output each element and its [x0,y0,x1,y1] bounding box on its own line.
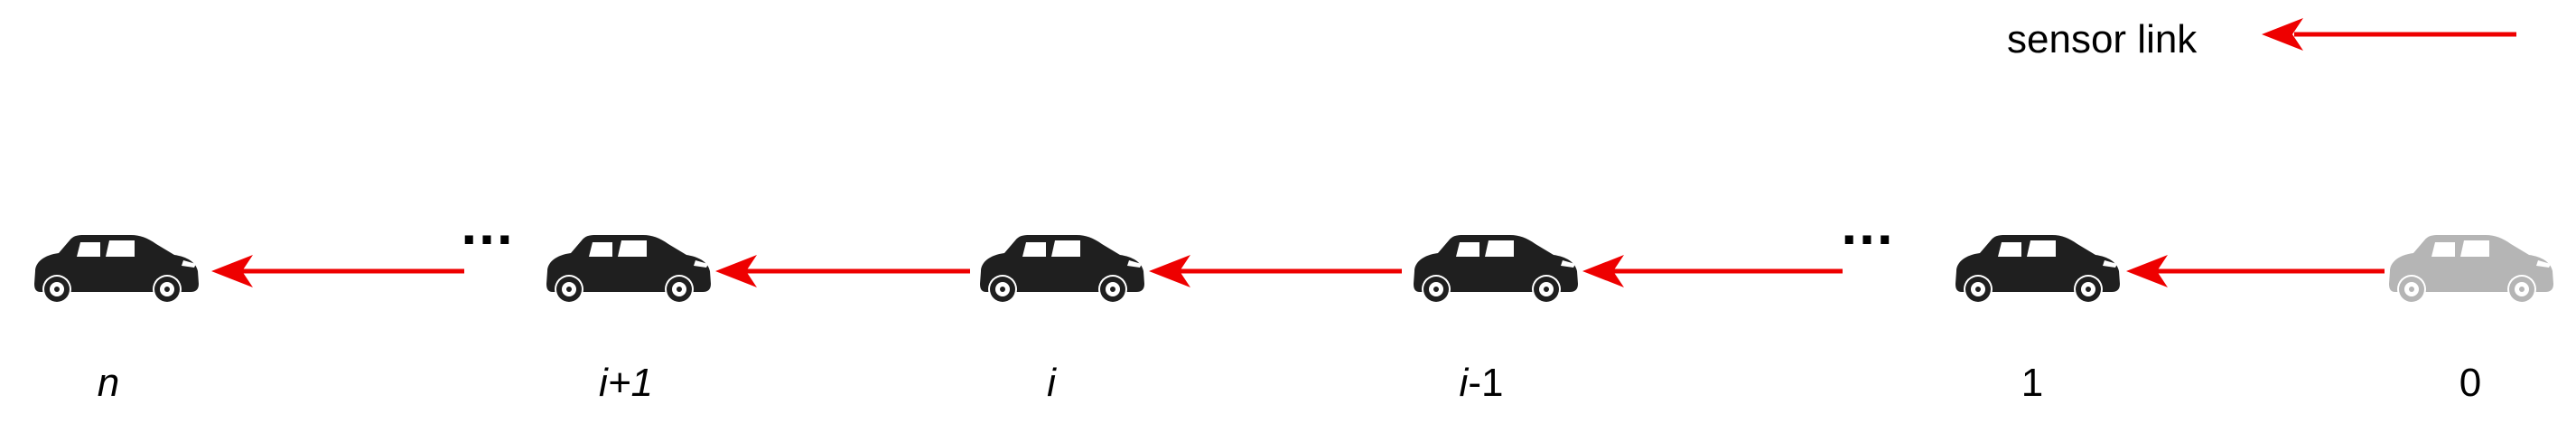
car-icon-leader [2389,235,2553,304]
sensor-link-arrow [211,255,464,287]
car-icon [980,235,1144,304]
vehicle-label: 0 [2459,361,2482,405]
sensor-link-arrow [715,255,970,287]
sensor-link-arrow [1582,255,1843,287]
sensor-link-arrow [1149,255,1402,287]
car-icon [1414,235,1578,304]
sensor-link-arrow [2126,255,2385,287]
car-icon [34,235,199,304]
vehicle-label: 1 [2021,361,2044,405]
legend-arrow [2262,18,2516,51]
vehicle-label: i+1 [599,361,653,405]
car-icon [1955,235,2120,304]
ellipsis-right: ... [1841,192,1895,257]
vehicle-label: i-1 [1459,361,1504,405]
car-icon [546,235,711,304]
vehicle-label: i [1047,361,1056,405]
vehicle-label: n [97,361,120,405]
legend-label: sensor link [2007,17,2198,61]
ellipsis-left: ... [461,192,515,257]
